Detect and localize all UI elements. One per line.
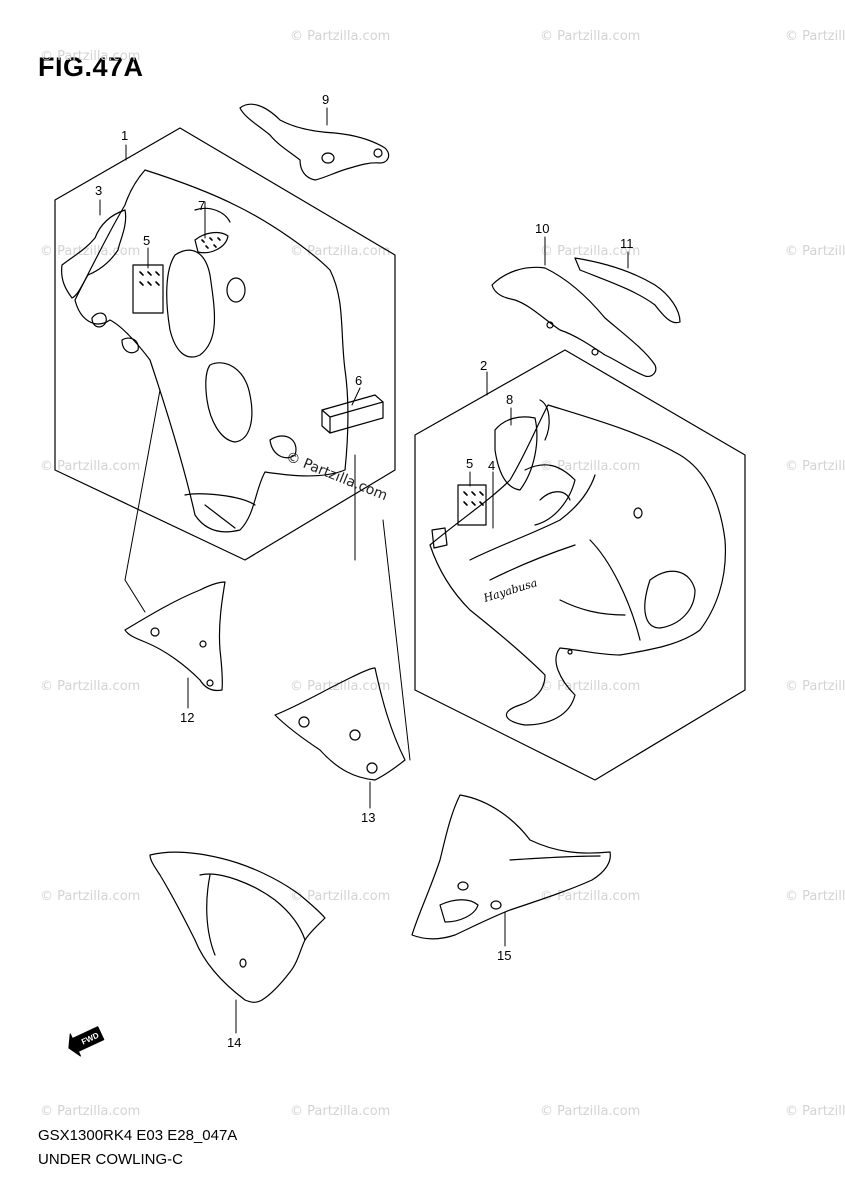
- callout-9: 9: [322, 92, 329, 107]
- part-5-mesh-pad-right: [457, 484, 487, 526]
- figure-title: FIG.47A: [38, 52, 144, 82]
- watermark-text: © Partzilla.com: [40, 1104, 140, 1119]
- watermark-text: © Partzilla.com: [785, 679, 845, 694]
- callout-6: 6: [355, 373, 362, 388]
- watermark-text: © Partzilla.com: [40, 49, 140, 64]
- part-4-clip: [431, 527, 448, 549]
- watermark-text: © Partzilla.com: [290, 679, 390, 694]
- callout-15: 15: [497, 948, 511, 963]
- part-10-bracket: [491, 266, 657, 377]
- callout-8: 8: [506, 392, 513, 407]
- leader-lines: [99, 107, 629, 1034]
- callout-1: 1: [121, 128, 128, 143]
- part-5-mesh-pad-left: [132, 264, 164, 314]
- callout-7: 7: [198, 198, 205, 213]
- part-6-cushion: [321, 394, 384, 434]
- part-2-under-cowling-right: [429, 404, 727, 726]
- part-15-lower-cowling: [411, 794, 611, 940]
- part-13-inner-cover: [274, 667, 406, 781]
- figure-code: GSX1300RK4 E03 E28_047A: [38, 1127, 238, 1144]
- assembly-box-2: [414, 349, 746, 781]
- watermark-text: © Partzilla.com: [290, 889, 390, 904]
- watermark-text: © Partzilla.com: [785, 1104, 845, 1119]
- part-14-lower-cowling: [149, 851, 326, 1003]
- part-1-under-cowling-left: [74, 169, 349, 533]
- watermark-text: © Partzilla.com: [540, 1104, 640, 1119]
- callout-11: 11: [620, 236, 634, 251]
- watermark-text: © Partzilla.com: [540, 459, 640, 474]
- watermark-text: © Partzilla.com: [785, 889, 845, 904]
- callout-12: 12: [180, 710, 194, 725]
- part-7-mesh-insert: [194, 231, 229, 254]
- part-11-trim-strip: [574, 257, 681, 324]
- fwd-direction-arrow-icon: [68, 1026, 105, 1057]
- callout-13: 13: [361, 810, 375, 825]
- watermark-text: © Partzilla.com: [290, 1104, 390, 1119]
- watermark-text: © Partzilla.com: [540, 679, 640, 694]
- callout-5: 5: [143, 233, 150, 248]
- part-3-bracket: [61, 209, 127, 299]
- watermark-text: © Partzilla.com: [785, 459, 845, 474]
- watermark-layer: © Partzilla.com © Partzilla.com © Partzi…: [40, 29, 845, 1119]
- watermark-text: © Partzilla.com: [40, 679, 140, 694]
- center-watermark: © Partzilla.com: [284, 449, 390, 504]
- watermark-text: © Partzilla.com: [40, 459, 140, 474]
- callout-3: 3: [95, 183, 102, 198]
- callout-2: 2: [480, 358, 487, 373]
- part-12-inner-cover: [124, 581, 226, 692]
- callout-5b: 5: [466, 456, 473, 471]
- watermark-text: © Partzilla.com: [40, 244, 140, 259]
- watermark-text: © Partzilla.com: [540, 889, 640, 904]
- figure-name: UNDER COWLING-C: [38, 1151, 183, 1168]
- part-9-bracket: [239, 103, 390, 181]
- watermark-text: © Partzilla.com: [290, 29, 390, 44]
- cowling-brand-script: Hayabusa: [481, 576, 539, 605]
- watermark-text: © Partzilla.com: [540, 244, 640, 259]
- watermark-text: © Partzilla.com: [785, 29, 845, 44]
- assembly-box-1: [54, 127, 396, 561]
- watermark-text: © Partzilla.com: [540, 29, 640, 44]
- part-8-inner-panel: [494, 399, 550, 491]
- callout-numbers: 1 2 3 4 5 5 6 7 8 9 10 11 12 13 14 15: [95, 92, 634, 1050]
- watermark-text: © Partzilla.com: [40, 889, 140, 904]
- callout-10: 10: [535, 221, 549, 236]
- watermark-text: © Partzilla.com: [785, 244, 845, 259]
- callout-4: 4: [488, 458, 495, 473]
- watermark-text: © Partzilla.com: [290, 244, 390, 259]
- callout-14: 14: [227, 1035, 241, 1050]
